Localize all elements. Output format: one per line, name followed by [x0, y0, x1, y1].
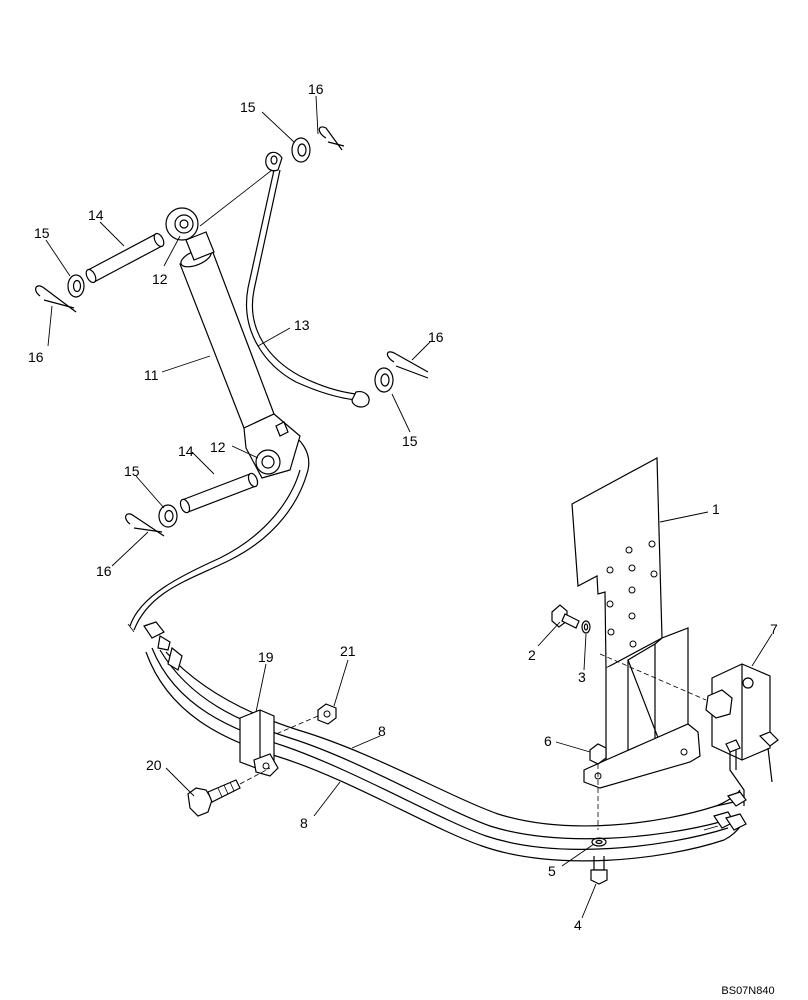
drawing-code: BS07N840: [721, 985, 774, 997]
callout-15: 15: [124, 463, 140, 479]
callout-8: 8: [378, 723, 386, 739]
callout-14: 14: [178, 443, 194, 459]
bolt-part-20: [187, 767, 271, 817]
nut-part-6: [589, 743, 607, 830]
callout-1: 1: [712, 501, 720, 517]
callout-labels: 16 15 14 15 16 12 13 11 16 15 14 12 15 1…: [28, 81, 778, 933]
hair-pin-clip-part-16-top: [318, 126, 345, 151]
callout-8: 8: [300, 815, 308, 831]
washer-part-15-bottom: [158, 504, 178, 528]
callout-15: 15: [402, 433, 418, 449]
callout-7: 7: [770, 621, 778, 637]
control-valve-part-7: [705, 663, 779, 806]
callout-16: 16: [428, 329, 444, 345]
washer-part-15-top-right: [291, 137, 311, 163]
washer-part-15-left: [67, 274, 85, 298]
clamp-part-19: [239, 709, 279, 777]
callout-3: 3: [578, 669, 586, 685]
callout-19: 19: [258, 649, 274, 665]
hair-pin-clip-part-16-right: [386, 351, 429, 379]
callout-16: 16: [96, 563, 112, 579]
callout-11: 11: [144, 367, 159, 383]
bolt-part-4: [590, 856, 608, 885]
callout-16: 16: [28, 349, 44, 365]
bearing-part-12-top: [165, 207, 199, 241]
callout-4: 4: [574, 917, 582, 933]
hair-pin-clip-part-16-bottom: [125, 513, 165, 537]
mounting-plate-part-1: [571, 457, 707, 789]
callout-21: 21: [340, 643, 356, 659]
callout-5: 5: [548, 863, 556, 879]
callout-12: 12: [152, 271, 168, 287]
callout-12: 12: [210, 439, 226, 455]
callout-6: 6: [544, 733, 552, 749]
callout-2: 2: [528, 647, 536, 663]
hydraulic-cylinder-part-11: [179, 231, 301, 479]
pin-part-14-top: [85, 232, 165, 284]
bolt-part-2: [551, 604, 580, 629]
callout-13: 13: [294, 317, 310, 333]
pin-part-14-bottom: [179, 472, 259, 514]
washer-part-3: [581, 620, 591, 634]
washer-part-15-right: [374, 367, 394, 393]
callout-15: 15: [240, 99, 256, 115]
callout-14: 14: [88, 207, 104, 223]
leader-lines: [45, 95, 773, 919]
link-rod-part-13: [199, 151, 370, 408]
hair-pin-clip-part-16-left: [35, 285, 77, 313]
callout-15: 15: [34, 225, 50, 241]
callout-16: 16: [308, 81, 324, 97]
hydraulic-lines-part-8: [127, 431, 747, 862]
nut-part-21: [275, 703, 337, 735]
callout-20: 20: [146, 757, 162, 773]
washer-part-5: [591, 837, 607, 847]
